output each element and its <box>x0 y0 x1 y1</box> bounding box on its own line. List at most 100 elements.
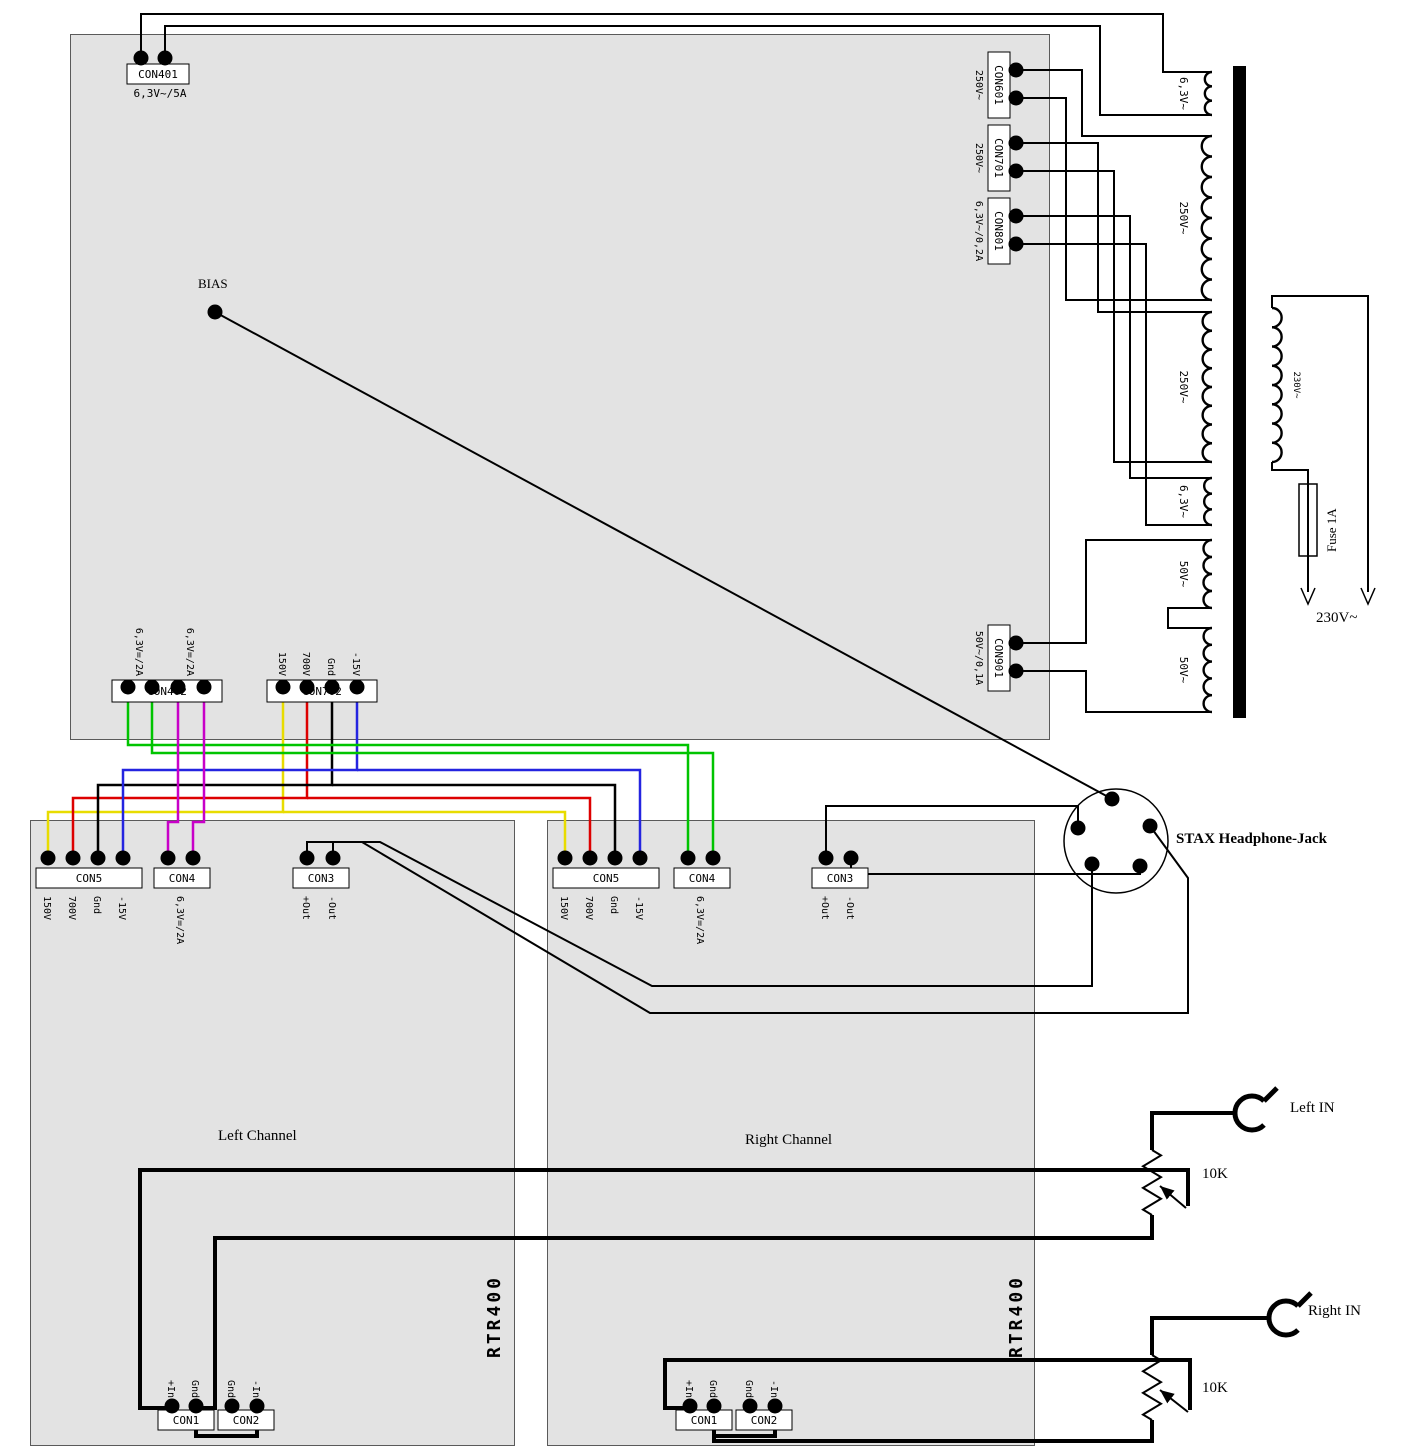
pin-CON702 <box>324 679 340 695</box>
label: Gnd <box>91 896 102 914</box>
label: +Out <box>300 896 311 920</box>
label: -15V <box>633 896 644 920</box>
label: 250V~ <box>1177 370 1190 403</box>
label: 6,3V=/2A <box>694 896 705 944</box>
wire-primary-b-fuse <box>1271 462 1309 592</box>
wire-con601-a <box>1016 69 1212 137</box>
connector-CON401 <box>126 63 190 85</box>
wire-left-in-wire <box>1150 1111 1235 1150</box>
label: 50V~/0,1A <box>973 631 984 685</box>
pin-CON901 <box>1008 635 1024 651</box>
pin-CON1 <box>706 1398 722 1414</box>
wire-con701-a <box>1016 142 1212 313</box>
pot-wiper-arrow <box>1159 1389 1189 1413</box>
label: CON1 <box>691 1414 718 1427</box>
pin-CON1 <box>164 1398 180 1414</box>
connector-CON701 <box>987 124 1011 192</box>
label: CON601 <box>992 65 1005 105</box>
pin-CON5 <box>65 850 81 866</box>
pin-CON801 <box>1008 236 1024 252</box>
wire-50v-series-link <box>1167 607 1212 629</box>
wire-con801-a <box>1016 215 1212 479</box>
wire-700v-right <box>307 796 592 858</box>
pin-CON5 <box>582 850 598 866</box>
label: -15V <box>116 896 127 920</box>
label: CON801 <box>992 211 1005 251</box>
connector-CON901 <box>987 624 1011 692</box>
label: 6,3V~/0,2A <box>973 201 984 261</box>
label: CON3 <box>308 872 335 885</box>
wire-bias <box>214 311 1113 800</box>
connector-CON1 <box>675 1409 733 1431</box>
potentiometer <box>1141 1354 1163 1421</box>
right-channel-label: Right Channel <box>745 1132 833 1148</box>
right-in-plug <box>1266 1298 1300 1338</box>
jack-pin <box>1104 791 1120 807</box>
winding-230V~ <box>1271 306 1283 464</box>
wire-primary-a <box>1271 295 1369 592</box>
pin-CON5 <box>90 850 106 866</box>
label: CON5 <box>76 872 103 885</box>
wire-con901-a <box>1016 539 1212 644</box>
label: CON901 <box>992 638 1005 678</box>
wire-heater-401-b <box>164 25 1212 116</box>
connector-CON3 <box>292 867 350 889</box>
pin-CON402 <box>170 679 186 695</box>
pin-CON402 <box>144 679 160 695</box>
winding-250V~ <box>1200 134 1213 302</box>
pin-CON702 <box>275 679 291 695</box>
pin-CON3 <box>843 850 859 866</box>
right-in-label: Right IN <box>1308 1303 1361 1319</box>
pin-CON701 <box>1008 135 1024 151</box>
pin-CON1 <box>682 1398 698 1414</box>
wire-150v-right <box>283 810 567 858</box>
label: CON4 <box>169 872 196 885</box>
stax-jack-label: STAX Headphone-Jack <box>1176 831 1327 847</box>
right-in-plug-tip <box>1296 1291 1313 1308</box>
connector-CON4 <box>153 867 211 889</box>
wire-con701-b <box>1016 170 1212 463</box>
label: CON3 <box>827 872 854 885</box>
left-in-label: Left IN <box>1290 1100 1335 1116</box>
label: -Out <box>326 896 337 920</box>
label: +In <box>165 1380 176 1398</box>
label: CON1 <box>173 1414 200 1427</box>
connector-CON4 <box>673 867 731 889</box>
pin-CON401 <box>133 50 149 66</box>
label: 6,3V~ <box>1177 77 1190 110</box>
pin-CON5 <box>40 850 56 866</box>
pin-CON3 <box>818 850 834 866</box>
wire-con901-b <box>1016 670 1212 713</box>
power-supply-board <box>70 34 1050 740</box>
wire-con801-b <box>1016 243 1212 526</box>
label: +Out <box>819 896 830 920</box>
label: 150V <box>41 896 52 920</box>
label: 6,3V~/5A <box>134 87 187 100</box>
label: -Out <box>844 896 855 920</box>
label: -In <box>768 1380 779 1398</box>
connector-CON2 <box>735 1409 793 1431</box>
wire-heater-401-a <box>140 13 1212 73</box>
connector-CON3 <box>811 867 869 889</box>
left-channel-board <box>30 820 515 1446</box>
label: -In <box>250 1380 261 1398</box>
label: Gnd <box>608 896 619 914</box>
connector-CON801 <box>987 197 1011 265</box>
winding-250V~ <box>1201 310 1213 464</box>
pin-CON5 <box>632 850 648 866</box>
pin-CON601 <box>1008 90 1024 106</box>
label: -15V <box>350 652 361 676</box>
label: Gnd <box>325 658 336 676</box>
label: CON701 <box>992 138 1005 178</box>
wire-left-out-plus <box>306 825 1189 1014</box>
pin-CON3 <box>325 850 341 866</box>
label: 700V <box>66 896 77 920</box>
label: 150V <box>558 896 569 920</box>
mains-terminal-right <box>1360 587 1376 606</box>
pin-CON5 <box>607 850 623 866</box>
pin-CON4 <box>680 850 696 866</box>
mains-voltage-label: 230V~ <box>1316 610 1358 626</box>
winding-50V~ <box>1202 538 1213 610</box>
pin-CON4 <box>185 850 201 866</box>
